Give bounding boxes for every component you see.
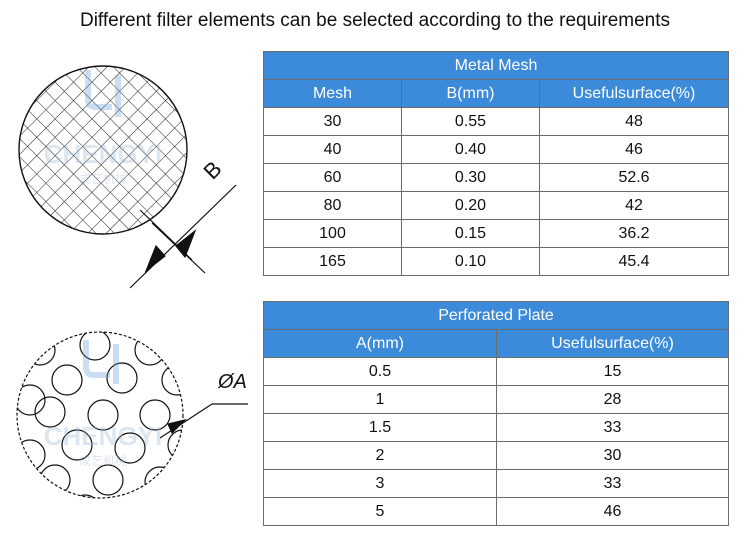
table-cell: 28 (496, 385, 729, 414)
table-row: 1.5 33 (263, 413, 729, 442)
watermark-text-2: CHENGYI (44, 421, 162, 451)
table-row: 30 0.55 48 (263, 107, 730, 136)
table-cell: 0.10 (401, 247, 540, 276)
table-cell: 33 (496, 413, 729, 442)
column-header: Mesh (263, 79, 402, 108)
table-cell: 15 (496, 357, 729, 386)
table-cell: 5 (263, 497, 497, 526)
perforated-plate-header-row: A(mm) Usefulsurface(%) (263, 329, 729, 358)
metal-mesh-table: Metal Mesh Mesh B(mm) Usefulsurface(%) 3… (262, 51, 730, 276)
metal-mesh-diagram: CHENGYI 成艺机械 B (18, 65, 237, 289)
table-cell: 45.4 (538, 247, 730, 276)
table-cell: 30 (263, 107, 402, 136)
table-row: 60 0.30 52.6 (263, 163, 730, 192)
table-row: 100 0.15 36.2 (263, 219, 730, 248)
table-cell: 1.5 (263, 413, 497, 442)
perforated-plate-title: Perforated Plate (263, 301, 729, 330)
table-cell: 33 (496, 469, 729, 498)
column-header: Usefulsurface(%) (496, 329, 729, 358)
metal-mesh-title: Metal Mesh (262, 51, 730, 80)
table-cell: 0.30 (401, 163, 540, 192)
table-row: 2 30 (263, 441, 729, 470)
table-row: 0.5 15 (263, 357, 729, 386)
table-cell: 42 (538, 191, 730, 220)
table-cell: 165 (263, 247, 402, 276)
watermark-text: CHENGYI (44, 139, 162, 169)
perforated-plate-diagram: CHENGYI 成艺机械 ØA (16, 331, 248, 499)
table-cell: 48 (538, 107, 730, 136)
watermark-chinese: 成艺机械 (79, 171, 127, 186)
table-cell: 40 (263, 135, 402, 164)
dimension-a-annotation (159, 403, 248, 439)
page-title: Different filter elements can be selecte… (79, 10, 671, 31)
table-cell: 0.5 (263, 357, 497, 386)
column-header: A(mm) (263, 329, 497, 358)
table-cell: 0.55 (401, 107, 540, 136)
perforated-plate-table: Perforated Plate A(mm) Usefulsurface(%) … (263, 301, 729, 526)
mesh-circle (18, 65, 188, 235)
table-cell: 80 (263, 191, 402, 220)
table-cell: 2 (263, 441, 497, 470)
table-cell: 60 (263, 163, 402, 192)
table-cell: 52.6 (538, 163, 730, 192)
dimension-a-label: ØA (217, 371, 247, 393)
column-header: Usefulsurface(%) (538, 79, 730, 108)
dimension-b-annotation (129, 184, 237, 289)
dimension-b-label: B (199, 156, 227, 184)
table-cell: 0.15 (401, 219, 540, 248)
table-cell: 100 (263, 219, 402, 248)
plate-outline (16, 331, 184, 499)
table-cell: 46 (538, 135, 730, 164)
table-cell: 3 (263, 469, 497, 498)
table-cell: 36.2 (538, 219, 730, 248)
chengyi-logo-watermark-2: CHENGYI 成艺机械 (44, 340, 162, 468)
watermark-chinese-2: 成艺机械 (79, 453, 127, 468)
table-row: 3 33 (263, 469, 729, 498)
chengyi-logo-watermark: CHENGYI 成艺机械 (44, 70, 162, 186)
table-row: 5 46 (263, 497, 729, 526)
table-row: 1 28 (263, 385, 729, 414)
table-row: 165 0.10 45.4 (263, 247, 730, 276)
table-row: 80 0.20 42 (263, 191, 730, 220)
table-row: 40 0.40 46 (263, 135, 730, 164)
table-cell: 0.20 (401, 191, 540, 220)
metal-mesh-header-row: Mesh B(mm) Usefulsurface(%) (263, 79, 730, 108)
table-cell: 0.40 (401, 135, 540, 164)
table-cell: 46 (496, 497, 729, 526)
table-cell: 1 (263, 385, 497, 414)
table-cell: 30 (496, 441, 729, 470)
column-header: B(mm) (401, 79, 540, 108)
